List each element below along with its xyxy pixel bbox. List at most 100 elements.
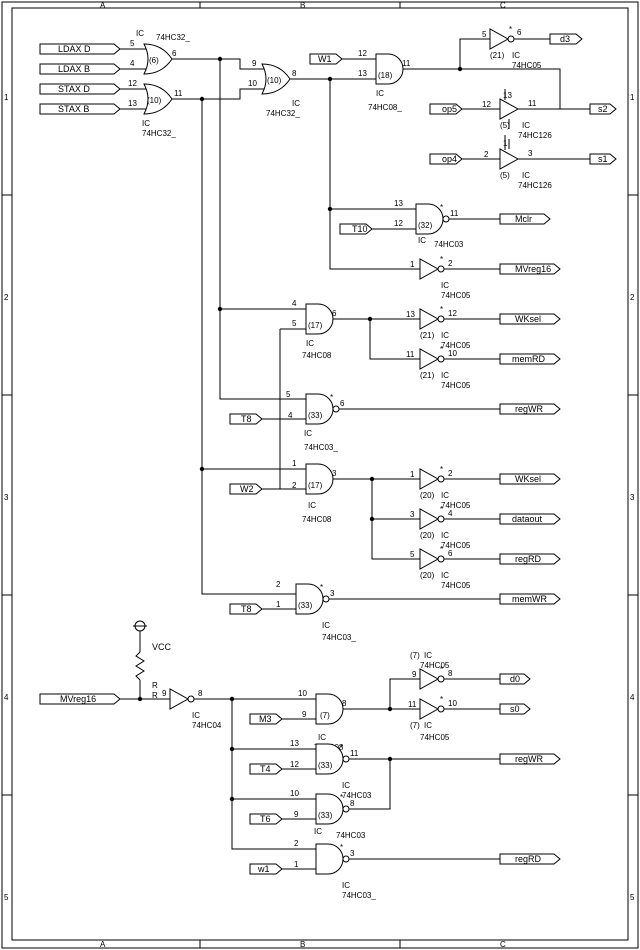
svg-text:4: 4 [292,299,297,308]
svg-text:6: 6 [340,399,345,408]
svg-text:*: * [330,393,333,402]
svg-text:(33): (33) [308,411,323,420]
row-label-2: 2 [4,293,9,302]
output-ports: d3 s2 s1 Mclr MVreg16 WKsel memRD regWR … [499,33,617,865]
svg-text:8: 8 [448,669,453,678]
svg-text:IC: IC [522,171,530,180]
output-d3: d3 [560,34,570,44]
output-d0: d0 [510,674,520,684]
input-w1-bottom: w1 [257,864,270,874]
output-wksel-1: WKsel [515,314,541,324]
svg-text:11: 11 [406,350,415,359]
row-label-2-right: 2 [630,293,635,302]
svg-text:(33): (33) [318,811,333,820]
row-label-1-right: 1 [630,93,635,102]
svg-text:12: 12 [394,219,403,228]
col-label-b-bottom: B [300,940,305,949]
row-label-3-right: 3 [630,493,635,502]
svg-text:13: 13 [406,310,415,319]
svg-text:*: * [440,255,443,264]
svg-text:74HC08: 74HC08 [302,515,332,524]
svg-text:*: * [440,345,443,354]
svg-text:IC: IC [441,281,449,290]
svg-text:2: 2 [292,481,297,490]
svg-text:74HC05: 74HC05 [441,581,471,590]
input-op5: op5 [442,104,457,114]
svg-text:IC: IC [512,51,520,60]
output-wksel-2: WKsel [515,474,541,484]
output-mclr: Mclr [515,214,532,224]
svg-text:5: 5 [410,550,415,559]
svg-text:74HC05: 74HC05 [420,733,450,742]
svg-text:74HC05: 74HC05 [441,291,471,300]
output-memwr: memWR [512,594,547,604]
svg-text:(5): (5) [500,121,510,130]
row-label-5: 5 [4,893,9,902]
input-t8-a: T8 [241,414,252,424]
svg-text:74HC32_: 74HC32_ [156,33,190,42]
svg-text:2: 2 [294,839,299,848]
input-t6: T6 [260,814,271,824]
input-w2: W2 [240,484,254,494]
svg-text:*: * [440,465,443,474]
col-label-c-bottom: C [500,940,506,949]
svg-text:(20): (20) [420,531,435,540]
svg-text:11: 11 [528,99,537,108]
svg-text:(20): (20) [420,491,435,500]
svg-text:11: 11 [402,59,411,68]
svg-text:IC: IC [314,827,322,836]
svg-text:1: 1 [292,459,297,468]
svg-text:3: 3 [528,149,533,158]
svg-text:4: 4 [448,509,453,518]
svg-text:*: * [509,25,512,34]
svg-text:*: * [340,743,343,752]
svg-text:(21): (21) [420,331,435,340]
svg-text:2: 2 [484,150,489,159]
svg-text:IC: IC [376,89,384,98]
svg-text:*: * [340,793,343,802]
svg-text:*: * [340,843,343,852]
svg-text:IC: IC [322,621,330,630]
svg-text:IC: IC [522,121,530,130]
output-regwr-1: regWR [515,404,544,414]
svg-text:8: 8 [350,799,355,808]
svg-text:1: 1 [276,600,281,609]
svg-text:8: 8 [342,699,347,708]
svg-text:13: 13 [358,69,367,78]
svg-text:*: * [440,545,443,554]
output-s2: s2 [598,104,608,114]
svg-text:74HC126: 74HC126 [518,131,552,140]
output-regrd-2: regRD [515,854,542,864]
inner-border [11,7,629,941]
svg-text:74HC05: 74HC05 [441,381,471,390]
svg-text:(18): (18) [378,71,393,80]
svg-text:3: 3 [410,510,415,519]
svg-text:74HC03: 74HC03 [342,791,372,800]
svg-text:(21): (21) [420,371,435,380]
col-label-a-bottom: A [100,940,106,949]
svg-text:2: 2 [448,259,453,268]
svg-text:4: 4 [288,411,293,420]
svg-text:3: 3 [332,469,337,478]
output-s1: s1 [598,154,608,164]
svg-text:74HC08_: 74HC08_ [368,103,402,112]
svg-text:8: 8 [198,689,203,698]
vcc-pullup: VCC R R [133,620,172,700]
output-dataout: dataout [512,514,543,524]
svg-text:5: 5 [482,30,487,39]
nand-gate-33a: (33) IC 74HC03_ 546* [286,390,345,452]
svg-text:(17): (17) [308,321,323,330]
svg-text:10: 10 [298,689,307,698]
